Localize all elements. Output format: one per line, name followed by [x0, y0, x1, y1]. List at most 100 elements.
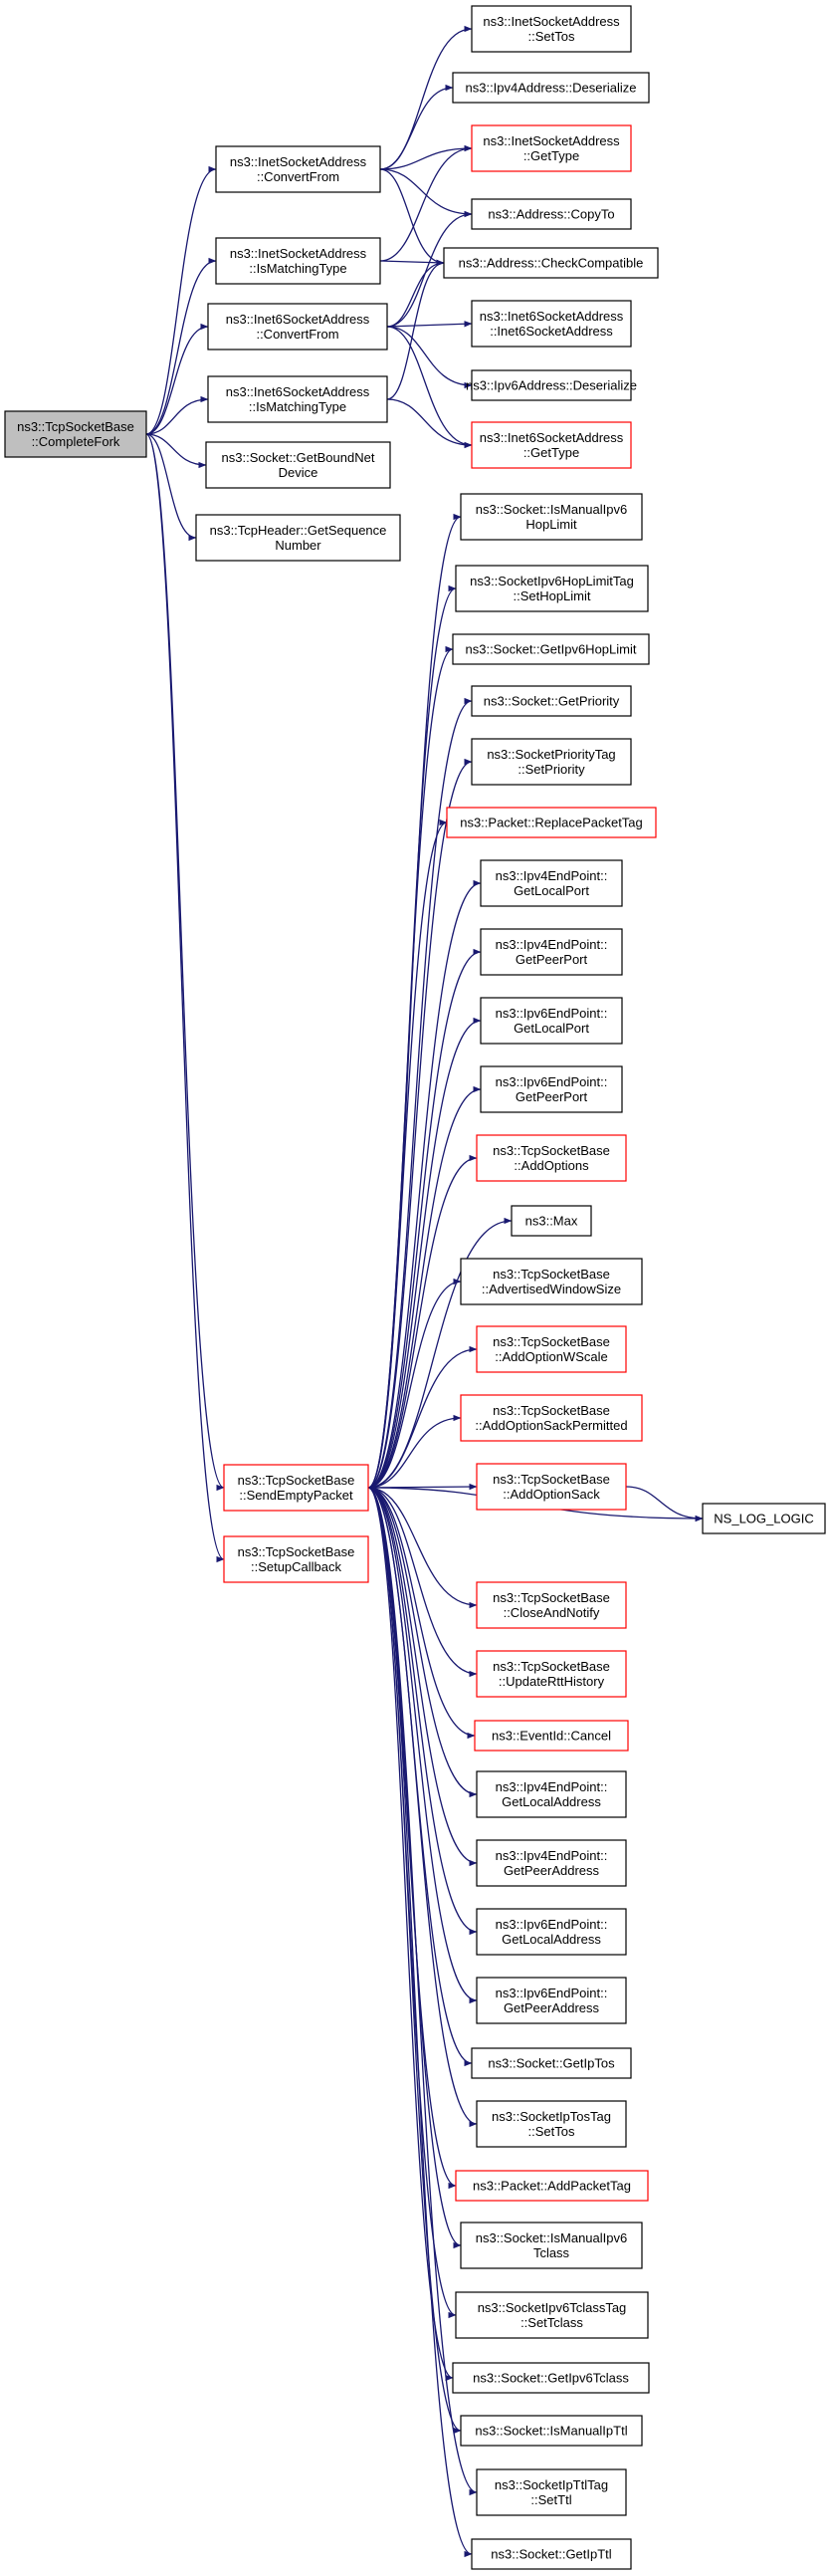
node-label-line: ns3::TcpSocketBase — [493, 1659, 610, 1674]
node-max[interactable]: ns3::Max — [511, 1205, 592, 1237]
edge-root-to-inet6_match — [145, 395, 209, 435]
node-label-line: ns3::Ipv6EndPoint:: — [496, 1006, 608, 1021]
node-label-line: ns3::Socket::IsManualIpv6 — [476, 2230, 627, 2245]
node-label-line: GetPeerPort — [516, 1089, 588, 1104]
node-ipv6ep-peerport[interactable]: ns3::Ipv6EndPoint::GetPeerPort — [480, 1065, 623, 1113]
node-label-line: ns3::Address::CopyTo — [488, 207, 614, 222]
node-setupcb[interactable]: ns3::TcpSocketBase::SetupCallback — [223, 1535, 369, 1583]
node-box — [511, 1205, 592, 1237]
node-inet6-gettype[interactable]: ns3::Inet6SocketAddress::GetType — [471, 421, 632, 469]
edge-sendempty-to-ipv6ep_peerport — [367, 1085, 482, 1489]
node-closenotify[interactable]: ns3::TcpSocketBase::CloseAndNotify — [476, 1581, 627, 1629]
node-box — [471, 685, 632, 717]
node-label-line: ns3::InetSocketAddress — [483, 133, 620, 148]
edge-sendempty-to-closenotify — [367, 1487, 478, 1609]
edge-sendempty-to-addpackettag — [367, 1487, 457, 2190]
node-label-line: HopLimit — [525, 517, 577, 532]
node-label-line: ns3::Socket::GetIpTos — [488, 2056, 615, 2071]
edge-root-to-inet_match — [145, 257, 217, 435]
node-box — [476, 1463, 627, 1511]
node-label-line: GetLocalAddress — [502, 1794, 601, 1809]
node-getipv6tclass[interactable]: ns3::Socket::GetIpv6Tclass — [452, 2362, 650, 2394]
node-ipv6ep-localaddr[interactable]: ns3::Ipv6EndPoint::GetLocalAddress — [476, 1908, 627, 1956]
node-label-line: ::SetTos — [528, 2124, 575, 2139]
node-inet-match[interactable]: ns3::InetSocketAddress::IsMatchingType — [215, 237, 381, 285]
edge-inet6_convert-to-ipv6_deser — [386, 326, 473, 389]
edge-sendempty-to-addwscale — [367, 1345, 478, 1489]
node-box — [476, 1839, 627, 1887]
node-ipttltag-set[interactable]: ns3::SocketIpTtlTag::SetTtl — [476, 2468, 627, 2516]
node-label-line: ::CompleteFork — [32, 434, 120, 449]
node-label-line: ns3::InetSocketAddress — [483, 14, 620, 29]
node-label-line: Device — [279, 465, 318, 480]
node-addsack[interactable]: ns3::TcpSocketBase::AddOptionSack — [476, 1463, 627, 1511]
node-label-line: ns3::TcpSocketBase — [493, 1334, 610, 1349]
node-getipv6hop[interactable]: ns3::Socket::GetIpv6HopLimit — [452, 633, 650, 665]
node-ismanualipttl[interactable]: ns3::Socket::IsManualIpTtl — [460, 2415, 643, 2447]
node-ipv4ep-localaddr[interactable]: ns3::Ipv4EndPoint::GetLocalAddress — [476, 1770, 627, 1818]
node-box — [471, 738, 632, 786]
edge-inet_convert-to-ipv4_deser — [379, 84, 454, 170]
node-label-line: ns3::TcpSocketBase — [238, 1473, 355, 1488]
node-inet6-match[interactable]: ns3::Inet6SocketAddress::IsMatchingType — [207, 375, 388, 423]
node-label-line: ns3::Socket::GetPriority — [484, 694, 620, 709]
node-inet6-convert[interactable]: ns3::Inet6SocketAddress::ConvertFrom — [207, 303, 388, 351]
node-getipttl[interactable]: ns3::Socket::GetIpTtl — [471, 2538, 632, 2570]
node-label-line: ns3::Socket::IsManualIpTtl — [475, 2424, 627, 2439]
edge-sendempty-to-ipv4ep_peerport — [367, 948, 482, 1489]
node-box — [205, 441, 391, 489]
node-iptostag-set[interactable]: ns3::SocketIpTosTag::SetTos — [476, 2100, 627, 2148]
node-ipv6ep-localport[interactable]: ns3::Ipv6EndPoint::GetLocalPort — [480, 997, 623, 1045]
edge-root-to-inet6_convert — [145, 323, 209, 435]
node-ipv6-deser[interactable]: ns3::Ipv6Address::Deserialize — [466, 369, 637, 401]
node-label-line: GetPeerAddress — [504, 2000, 600, 2015]
node-updatertt[interactable]: ns3::TcpSocketBase::UpdateRttHistory — [476, 1650, 627, 1698]
edge-root-to-tcpheader_seq — [145, 433, 197, 542]
node-addwscale[interactable]: ns3::TcpSocketBase::AddOptionWScale — [476, 1325, 627, 1373]
node-label-line: ::GetType — [523, 445, 579, 460]
node-ipv4ep-peerport[interactable]: ns3::Ipv4EndPoint::GetPeerPort — [480, 928, 623, 976]
node-box — [476, 1581, 627, 1629]
edge-sendempty-to-replacetag — [367, 819, 448, 1489]
node-addr-copyto[interactable]: ns3::Address::CopyTo — [471, 198, 632, 230]
node-hoplimittag-set[interactable]: ns3::SocketIpv6HopLimitTag::SetHopLimit — [455, 565, 649, 612]
node-box — [476, 1325, 627, 1373]
node-box — [460, 2415, 643, 2447]
node-ipv6ep-peeraddr[interactable]: ns3::Ipv6EndPoint::GetPeerAddress — [476, 1977, 627, 2024]
node-advwin[interactable]: ns3::TcpSocketBase::AdvertisedWindowSize — [460, 1258, 643, 1305]
node-box — [460, 2222, 643, 2269]
node-label-line: ::SetupCallback — [251, 1559, 342, 1574]
node-root[interactable]: ns3::TcpSocketBase::CompleteFork — [4, 410, 147, 458]
edge-inet6_convert-to-addr_copyto — [386, 210, 473, 328]
node-ipv4ep-peeraddr[interactable]: ns3::Ipv4EndPoint::GetPeerAddress — [476, 1839, 627, 1887]
node-prioritytag-set[interactable]: ns3::SocketPriorityTag::SetPriority — [471, 738, 632, 786]
node-sendempty[interactable]: ns3::TcpSocketBase::SendEmptyPacket — [223, 1464, 369, 1512]
node-inet6-ctor[interactable]: ns3::Inet6SocketAddress::Inet6SocketAddr… — [471, 300, 632, 348]
node-eventcancel[interactable]: ns3::EventId::Cancel — [474, 1720, 629, 1752]
node-addr-check[interactable]: ns3::Address::CheckCompatible — [443, 247, 659, 279]
node-nslog[interactable]: NS_LOG_LOGIC — [702, 1503, 826, 1534]
node-inet-settos[interactable]: ns3::InetSocketAddress::SetTos — [471, 5, 632, 53]
node-replacetag[interactable]: ns3::Packet::ReplacePacketTag — [446, 807, 657, 838]
node-getpriority[interactable]: ns3::Socket::GetPriority — [471, 685, 632, 717]
node-box — [223, 1464, 369, 1512]
node-inet-gettype[interactable]: ns3::InetSocketAddress::GetType — [471, 124, 632, 172]
node-box — [471, 124, 632, 172]
node-tclasstag-set[interactable]: ns3::SocketIpv6TclassTag::SetTclass — [455, 2291, 649, 2339]
node-ipv4ep-localport[interactable]: ns3::Ipv4EndPoint::GetLocalPort — [480, 859, 623, 907]
node-label-line: Number — [275, 538, 321, 553]
node-label-line: ::CloseAndNotify — [504, 1605, 600, 1620]
edge-root-to-setupcb — [145, 433, 225, 1562]
node-addoptions[interactable]: ns3::TcpSocketBase::AddOptions — [476, 1134, 627, 1182]
edge-sendempty-to-ipv4ep_localport — [367, 879, 482, 1489]
node-addsackperm[interactable]: ns3::TcpSocketBase::AddOptionSackPermitt… — [460, 1394, 643, 1442]
node-inet-convert[interactable]: ns3::InetSocketAddress::ConvertFrom — [215, 145, 381, 193]
node-ipv4-deser[interactable]: ns3::Ipv4Address::Deserialize — [452, 72, 650, 104]
node-addpackettag[interactable]: ns3::Packet::AddPacketTag — [455, 2170, 649, 2202]
node-box — [471, 2538, 632, 2570]
node-getiptos[interactable]: ns3::Socket::GetIpTos — [471, 2047, 632, 2079]
